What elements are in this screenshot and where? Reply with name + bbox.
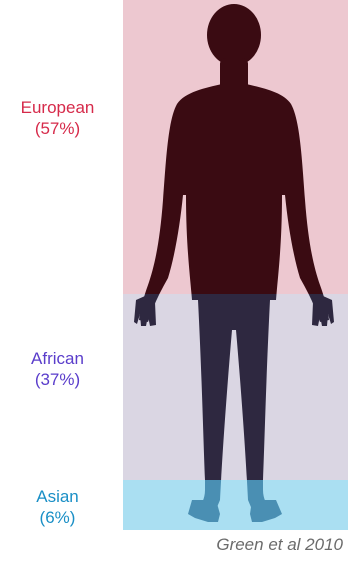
label-european: European (57%) [0, 97, 115, 139]
label-asian-percent: (6%) [0, 507, 115, 528]
citation-caption: Green et al 2010 [216, 535, 343, 555]
label-african: African (37%) [0, 348, 115, 390]
label-african-percent: (37%) [0, 369, 115, 390]
label-african-name: African [0, 348, 115, 369]
label-asian: Asian (6%) [0, 486, 115, 528]
label-european-name: European [0, 97, 115, 118]
label-asian-name: Asian [0, 486, 115, 507]
label-european-percent: (57%) [0, 118, 115, 139]
band-asian [123, 480, 348, 530]
